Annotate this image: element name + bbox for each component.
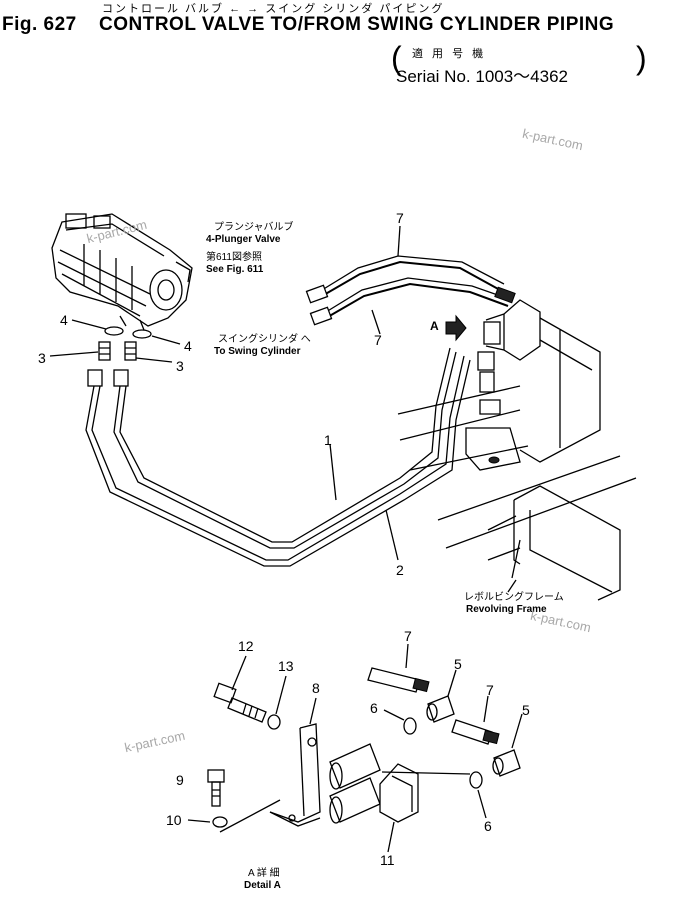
swing-cylinder-kana: スイングシリンダ へ (218, 334, 311, 345)
page-title: CONTROL VALVE TO/FROM SWING CYLINDER PIP… (99, 14, 615, 35)
callout-8: 8 (312, 680, 320, 696)
arrow-a-label: A (430, 319, 439, 333)
see-fig-label: See Fig. 611 (206, 264, 264, 275)
detail-label: Detail A (244, 880, 281, 891)
paren-right: ) (636, 40, 647, 76)
paren-left: ( (391, 40, 402, 76)
pipes-1-2 (85, 347, 471, 567)
callout-13: 13 (278, 658, 294, 674)
callout-6-detail-1: 6 (370, 700, 378, 716)
callout-3-right: 3 (176, 358, 184, 374)
revolving-frame-label: Revolving Frame (466, 604, 547, 615)
revolving-frame-kana: レボルビングフレーム (464, 592, 564, 603)
callout-4-right: 4 (184, 338, 192, 354)
callout-7-top: 7 (396, 210, 404, 226)
plunger-label-kana: プランジャバルブ (214, 222, 294, 233)
fittings-left (49, 319, 181, 387)
callout-10: 10 (166, 812, 182, 828)
figure-number: Fig. 627 (2, 14, 77, 35)
callout-11: 11 (380, 852, 395, 868)
serial-range: Seriai No. 1003～4362 (396, 67, 569, 86)
callout-4-left: 4 (60, 312, 68, 328)
swing-cylinder-label: To Swing Cylinder (214, 346, 301, 357)
hoses-7 (305, 255, 516, 326)
leaders-top (329, 225, 517, 593)
detail-a-drawing (187, 643, 523, 853)
callout-7-detail-2: 7 (486, 682, 494, 698)
callout-5-detail-2: 5 (522, 702, 530, 718)
see-fig-kana: 第611図参照 (206, 252, 262, 263)
detail-kana: A 詳 細 (248, 868, 280, 879)
plunger-valve-drawing (51, 213, 193, 331)
callout-1: 1 (324, 432, 332, 448)
callout-7-mid: 7 (374, 332, 382, 348)
title-kana: コントロール バルブ ← → スイング シリンダ パイピング (102, 3, 445, 15)
callout-6-detail-2: 6 (484, 818, 492, 834)
serial-kana: 適 用 号 機 (412, 48, 487, 60)
callout-2: 2 (396, 562, 404, 578)
plunger-label: 4-Plunger Valve (206, 234, 281, 245)
callout-12: 12 (238, 638, 254, 654)
callout-7-detail-1: 7 (404, 628, 412, 644)
callout-5-detail-1: 5 (454, 656, 462, 672)
frame-drawing (397, 299, 637, 601)
callout-3-left: 3 (38, 350, 46, 366)
callout-9: 9 (176, 772, 184, 788)
